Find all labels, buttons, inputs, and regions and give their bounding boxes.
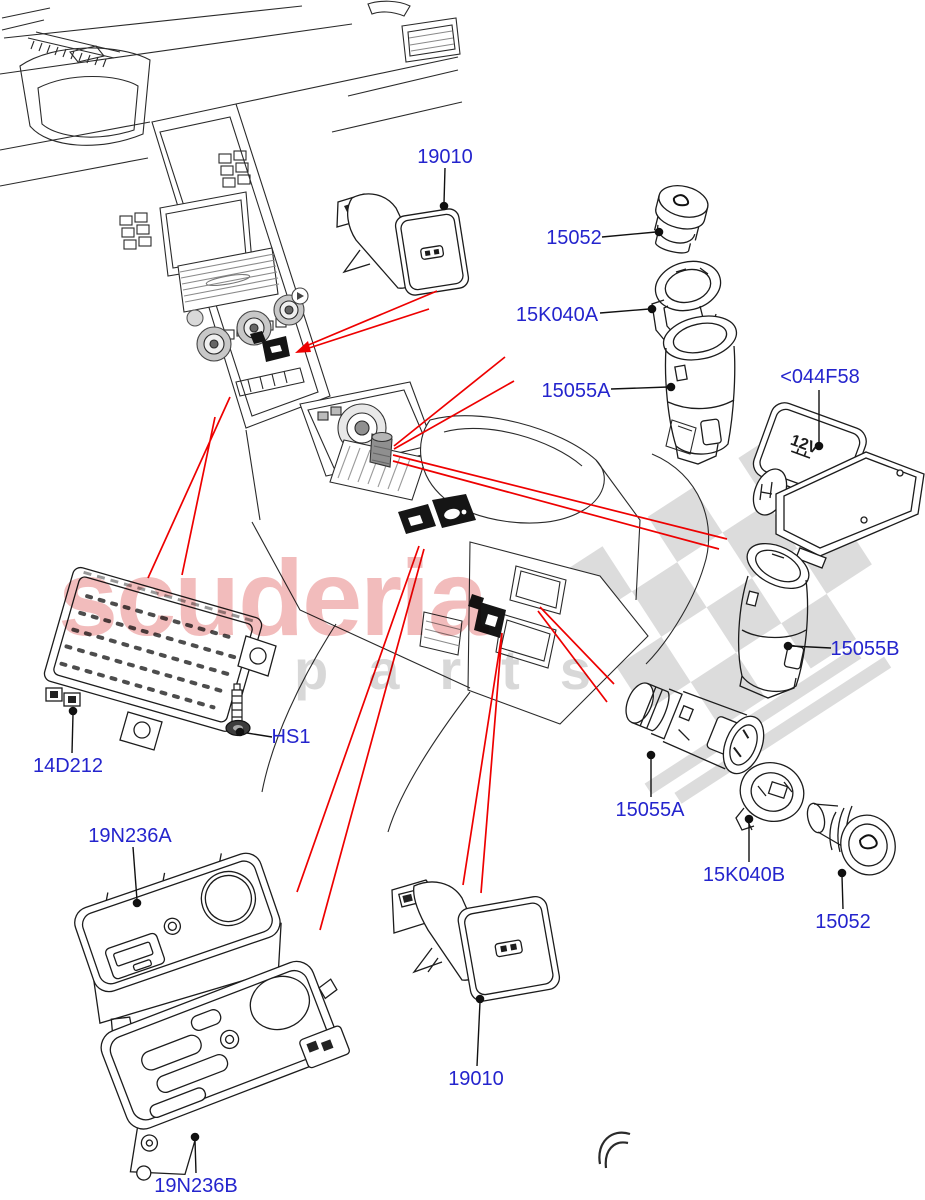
part-number-label-15K040B[interactable]: 15K040B: [702, 864, 786, 886]
console-socket-plug: [369, 431, 393, 468]
part-number-label-15055A-top[interactable]: 15055A: [541, 380, 611, 402]
part-number-label-HS1[interactable]: HS1: [271, 726, 311, 748]
part-15055A-bottom: [625, 682, 765, 775]
cigarette-lighter-icon: [859, 834, 878, 850]
dashboard-line-art: [0, 0, 463, 250]
part-19010-bottom: [391, 879, 561, 1002]
console-rear-switch-dark: [468, 594, 506, 638]
part-number-label-19N236A[interactable]: 19N236A: [88, 825, 172, 847]
part-number-label-19010-top[interactable]: 19010: [417, 146, 473, 168]
part-044F58-lid: 12V: [752, 402, 925, 569]
switch-bank-icons: [119, 150, 251, 250]
red-pointer-lines: [147, 290, 728, 931]
center-console-line-art: [245, 381, 710, 1169]
part-19010-top: [336, 193, 470, 296]
center-stack-line-art: [151, 103, 331, 429]
part-number-label-14D212[interactable]: 14D212: [32, 755, 104, 777]
part-number-label-044F58[interactable]: <044F58: [780, 366, 860, 388]
part-15055A-top: [662, 315, 738, 465]
usb-slot-icon: [494, 939, 523, 958]
dash-switch-dark: [250, 331, 290, 362]
usb-slot-icon: [420, 245, 445, 260]
part-15052-bottom: [806, 802, 896, 876]
cigarette-lighter-icon: [672, 194, 690, 207]
red-arrowhead: [295, 341, 311, 353]
part-number-label-19N236B[interactable]: 19N236B: [154, 1175, 238, 1197]
perforation-grid: [59, 594, 240, 710]
part-14D212: [43, 566, 277, 751]
console-switch-pack-dark: [398, 494, 476, 534]
part-15052-top: [653, 185, 709, 254]
part-19N236A: [74, 852, 282, 1037]
part-number-label-15K040A[interactable]: 15K040A: [515, 304, 599, 326]
part-number-label-19010-bot[interactable]: 19010: [448, 1068, 504, 1090]
power-socket-icon: [790, 448, 811, 459]
dash-vent-right-icon: [401, 17, 461, 63]
part-19N236B: [100, 960, 350, 1181]
part-number-label-15055A-bot[interactable]: 15055A: [615, 799, 685, 821]
part-15K040A: [651, 260, 722, 345]
part-number-label-15055B[interactable]: 15055B: [830, 638, 900, 660]
callout-leader-lines: [68, 167, 847, 1174]
part-number-label-15052-top[interactable]: 15052: [546, 227, 602, 249]
part-number-label-15052-bot[interactable]: 15052: [815, 911, 871, 933]
part-15K040B: [735, 762, 805, 831]
